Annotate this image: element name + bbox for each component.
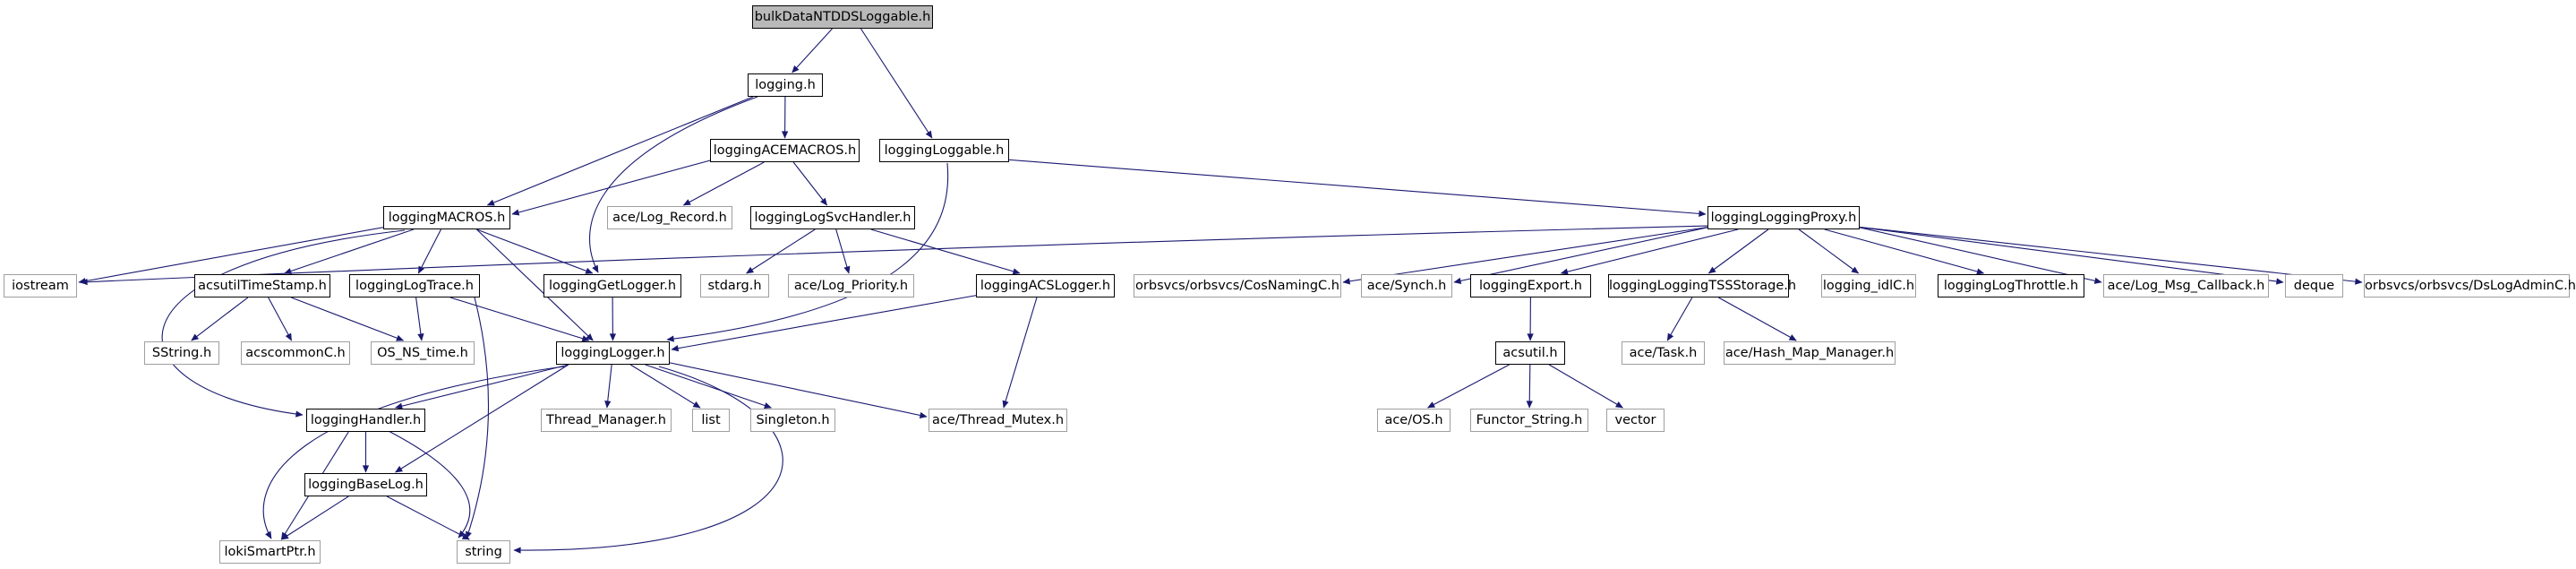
edge-handler-string <box>382 427 471 539</box>
edge-logtrace-logger <box>449 297 590 342</box>
edge-timestamp-acscommon <box>268 297 293 341</box>
node-getlogger[interactable]: loggingGetLogger.h <box>543 274 681 297</box>
edge-proxy-callback <box>1855 226 2102 284</box>
edge-logger-threadmgr <box>604 364 612 409</box>
node-osnstime: OS_NS_time.h <box>371 341 475 365</box>
node-logger[interactable]: loggingLogger.h <box>556 341 670 365</box>
node-hashmap: ace/Hash_Map_Manager.h <box>1724 341 1896 365</box>
node-aceos: ace/OS.h <box>1377 409 1451 432</box>
edge-acsutil-aceos <box>1427 364 1510 409</box>
edge-acsutil-functor <box>1526 364 1533 409</box>
edge-logger-handler <box>394 364 569 410</box>
node-sstring: SString.h <box>144 341 219 365</box>
node-acslogger[interactable]: loggingACSLogger.h <box>976 274 1115 297</box>
node-idlc: logging_idlC.h <box>1821 274 1916 297</box>
node-iostream: iostream <box>4 274 77 297</box>
edge-baselog-loki <box>280 496 349 540</box>
node-logpriority: ace/Log_Priority.h <box>788 274 914 297</box>
edge-logger-baselog <box>395 364 569 473</box>
edge-bulk-loggable <box>860 28 933 139</box>
edge-logger-threadmutex <box>665 361 928 418</box>
node-throttle[interactable]: loggingLogThrottle.h <box>1938 274 2084 297</box>
edge-acslogger-threadmutex <box>1002 297 1038 409</box>
edge-proxy-iostream <box>80 225 1710 286</box>
edge-timestamp-osnstime <box>291 297 405 341</box>
node-functor: Functor_String.h <box>1470 409 1588 432</box>
node-timestamp[interactable]: acsutilTimeStamp.h <box>194 274 330 297</box>
edge-proxy-export <box>1560 228 1739 275</box>
node-cosnaming: orbsvcs/orbsvcs/CosNamingC.h <box>1134 274 1341 297</box>
edge-tss-acetask <box>1666 297 1693 341</box>
edge-loggable-proxy <box>1005 159 1707 218</box>
edge-logger-list <box>629 364 701 409</box>
edge-logsvc-stdarg <box>746 228 816 274</box>
node-acemacros[interactable]: loggingACEMACROS.h <box>710 139 860 162</box>
edge-logtrace-string <box>465 297 489 539</box>
node-loki: lokiSmartPtr.h <box>219 540 321 564</box>
edge-acemacros-macros <box>511 159 715 216</box>
edge-proxy-cosnaming <box>1342 226 1712 285</box>
node-callback: ace/Log_Msg_Callback.h <box>2103 274 2269 297</box>
node-acscommon: acscommonC.h <box>241 341 350 365</box>
node-threadmgr: Thread_Manager.h <box>541 409 672 432</box>
node-deque: deque <box>2285 274 2343 297</box>
edge-logging-getlogger <box>589 96 758 273</box>
edge-logtrace-osnstime <box>415 297 424 341</box>
node-logtrace[interactable]: loggingLogTrace.h <box>349 274 480 297</box>
node-acesynch: ace/Synch.h <box>1361 274 1452 297</box>
edge-tss-hashmap <box>1718 297 1797 341</box>
node-list: list <box>692 409 730 432</box>
node-baselog[interactable]: loggingBaseLog.h <box>304 473 427 496</box>
edge-acemacros-logrecord <box>682 161 765 206</box>
edge-timestamp-sstring <box>191 297 249 341</box>
edge-baselog-string <box>386 496 470 540</box>
edge-bulk-logging <box>792 28 833 73</box>
node-proxy[interactable]: loggingLoggingProxy.h <box>1707 206 1860 229</box>
edge-logger-string <box>513 366 783 554</box>
edge-loggable-logger <box>666 162 949 342</box>
node-singleton: Singleton.h <box>750 409 835 432</box>
node-acsutil[interactable]: acsutil.h <box>1495 341 1565 365</box>
node-dslogadmin: orbsvcs/orbsvcs/DsLogAdminC.h <box>2364 274 2576 297</box>
edge-logsvc-acslogger <box>870 228 1021 275</box>
edge-macros-timestamp <box>284 228 415 274</box>
node-loggable[interactable]: loggingLoggable.h <box>879 139 1009 162</box>
edge-macros-getlogger <box>476 228 594 274</box>
node-threadmutex: ace/Thread_Mutex.h <box>929 409 1067 432</box>
node-logging[interactable]: logging.h <box>748 73 823 97</box>
edge-acsutil-vector <box>1548 364 1623 409</box>
node-logrecord: ace/Log_Record.h <box>607 206 732 229</box>
edge-proxy-throttle <box>1824 228 1985 275</box>
edge-logsvc-logpriority <box>835 228 851 274</box>
node-stdarg: stdarg.h <box>700 274 769 297</box>
edge-macros-logger <box>476 228 594 341</box>
edge-logger-singleton <box>645 364 773 409</box>
edge-proxy-deque <box>1855 226 2284 285</box>
node-export[interactable]: loggingExport.h <box>1470 274 1591 297</box>
edge-proxy-idlc <box>1798 228 1860 274</box>
edge-logger-loki <box>262 366 565 539</box>
edge-macros-handler <box>161 229 406 418</box>
edge-acslogger-logger <box>671 294 980 352</box>
edge-proxy-acesynch <box>1453 226 1712 284</box>
node-tss[interactable]: loggingLoggingTSSStorage.h <box>1608 274 1796 297</box>
edge-acemacros-logsvc <box>792 161 828 206</box>
edge-macros-logtrace <box>417 228 442 274</box>
edge-logging-macros <box>486 96 754 206</box>
node-logsvc[interactable]: loggingLogSvcHandler.h <box>750 206 915 229</box>
node-string: string <box>457 540 510 564</box>
node-handler[interactable]: loggingHandler.h <box>306 409 425 432</box>
node-bulk: bulkDataNTDDSLoggable.h <box>752 5 933 29</box>
node-acetask: ace/Task.h <box>1622 341 1705 365</box>
node-vector: vector <box>1606 409 1665 432</box>
edge-proxy-dslogadmin <box>1855 226 2363 285</box>
node-macros[interactable]: loggingMACROS.h <box>383 206 510 229</box>
edge-macros-iostream <box>78 226 388 285</box>
edge-proxy-tss <box>1707 228 1769 274</box>
